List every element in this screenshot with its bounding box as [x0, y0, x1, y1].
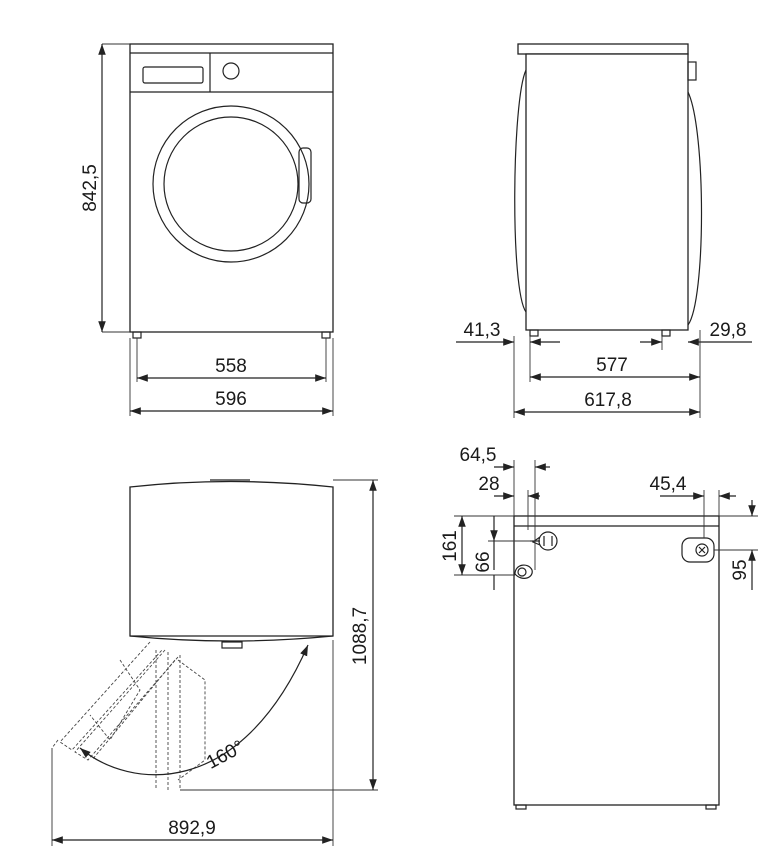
side-inner-depth-label: 577	[596, 355, 628, 376]
side-back-offset-label: 41,3	[464, 320, 501, 341]
open-door-outline	[51, 641, 206, 790]
front-height-label: 842,5	[80, 164, 101, 212]
door-angle-label: 160°	[203, 737, 248, 774]
door-porthole	[152, 105, 310, 263]
program-dial-icon	[222, 62, 240, 80]
front-view: 842,5 558 596	[80, 43, 334, 416]
back-bulge	[514, 69, 527, 313]
door-open-width-label: 892,9	[168, 818, 216, 839]
door-profile	[687, 91, 703, 326]
side-depth-label: 617,8	[584, 390, 632, 411]
detergent-drawer	[142, 66, 204, 84]
power-plug-icon	[530, 531, 558, 551]
back-offset-b-label: 28	[478, 474, 499, 495]
back-height-b-label: 66	[473, 551, 494, 572]
door-handle	[298, 147, 312, 204]
front-width-label: 596	[215, 389, 247, 410]
drain-hose-icon	[514, 564, 533, 579]
back-height-right-label: 95	[730, 559, 751, 580]
back-view: 64,5 28 45,4 161 66 95	[440, 445, 758, 810]
back-offset-a-label: 64,5	[460, 445, 497, 466]
front-inner-width-label: 558	[215, 356, 247, 377]
door-angle-arc	[79, 644, 309, 776]
top-view-door-open: 160° 1088,7 892,9	[51, 479, 378, 846]
side-front-offset-label: 29,8	[710, 320, 747, 341]
back-height-a-label: 161	[440, 530, 461, 562]
side-view: 41,3 29,8 577 617,8	[456, 43, 752, 418]
back-offset-right-label: 45,4	[650, 474, 687, 495]
door-open-depth-label: 1088,7	[350, 607, 371, 665]
